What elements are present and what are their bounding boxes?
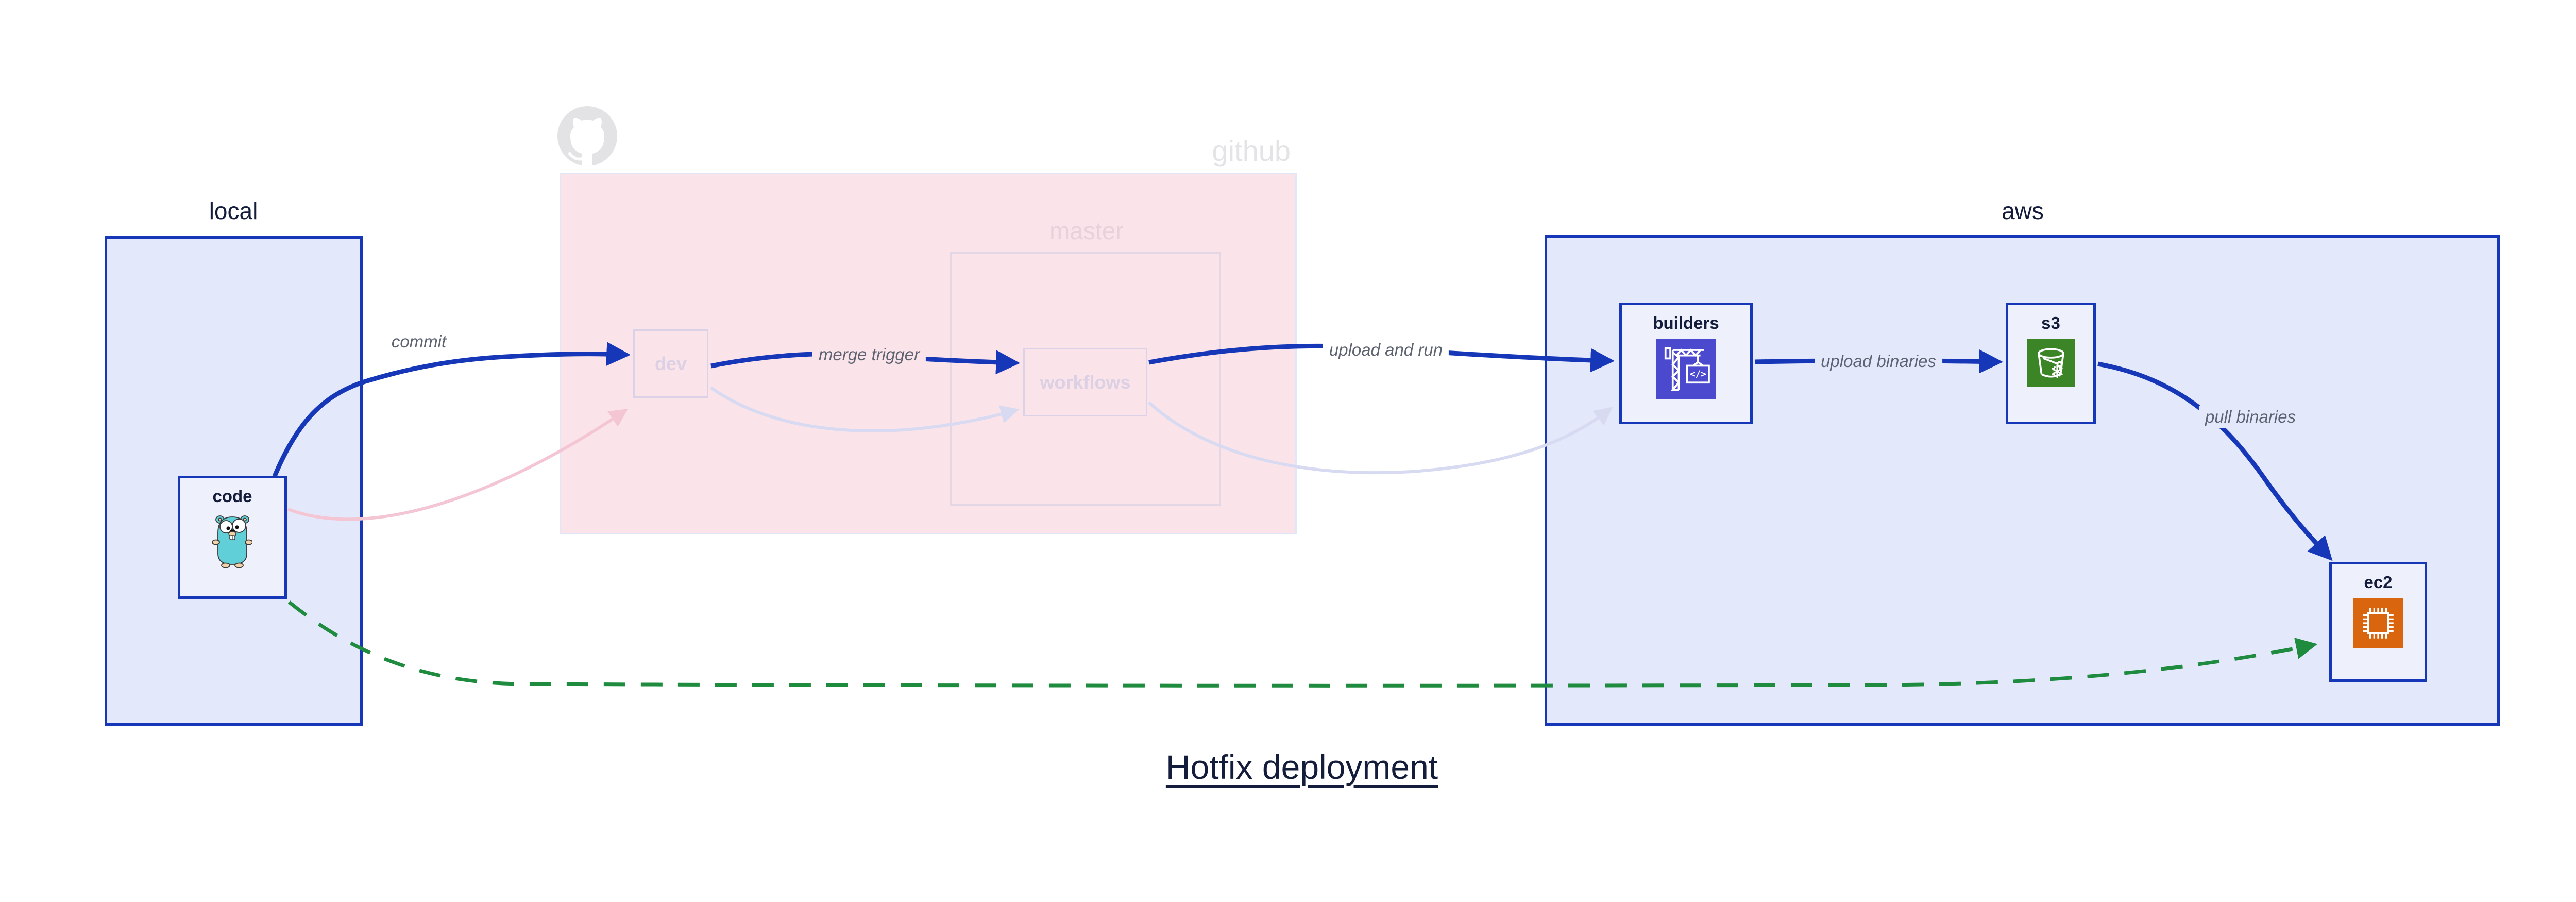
aws-container-label: aws — [2002, 197, 2044, 224]
s3-bucket-icon — [2027, 339, 2075, 387]
node-code-label: code — [212, 487, 252, 506]
edge-label-pull-binaries: pull binaries — [2198, 406, 2302, 428]
gopher-icon — [212, 515, 252, 568]
edge-label-commit: commit — [385, 331, 453, 353]
codebuild-crane-icon: </> — [1656, 339, 1716, 399]
ec2-chip-icon — [2353, 598, 2403, 648]
github-container-label: github — [1212, 135, 1291, 167]
node-dev-label: dev — [654, 353, 687, 374]
node-code: code — [178, 476, 287, 599]
node-s3: s3 — [2006, 303, 2096, 424]
edge-label-merge-trigger: merge trigger — [812, 344, 926, 365]
node-workflows-label: workflows — [1040, 371, 1131, 393]
node-builders: builders </> — [1619, 303, 1753, 424]
node-builders-label: builders — [1653, 313, 1719, 332]
svg-text:</>: </> — [1690, 370, 1706, 380]
node-ec2-label: ec2 — [2364, 573, 2393, 592]
node-ec2: ec2 — [2329, 562, 2427, 682]
diagram-title: Hotfix deployment — [1165, 748, 1438, 786]
edge-label-upload-binaries: upload binaries — [1815, 350, 1942, 372]
github-octocat-icon — [557, 106, 617, 166]
node-s3-label: s3 — [2041, 313, 2060, 332]
master-container — [950, 252, 1221, 506]
master-container-label: master — [1049, 217, 1124, 244]
node-workflows: workflows — [1023, 348, 1147, 416]
edge-label-upload-and-run: upload and run — [1323, 339, 1449, 361]
local-container-label: local — [209, 197, 258, 224]
node-dev: dev — [633, 329, 708, 398]
